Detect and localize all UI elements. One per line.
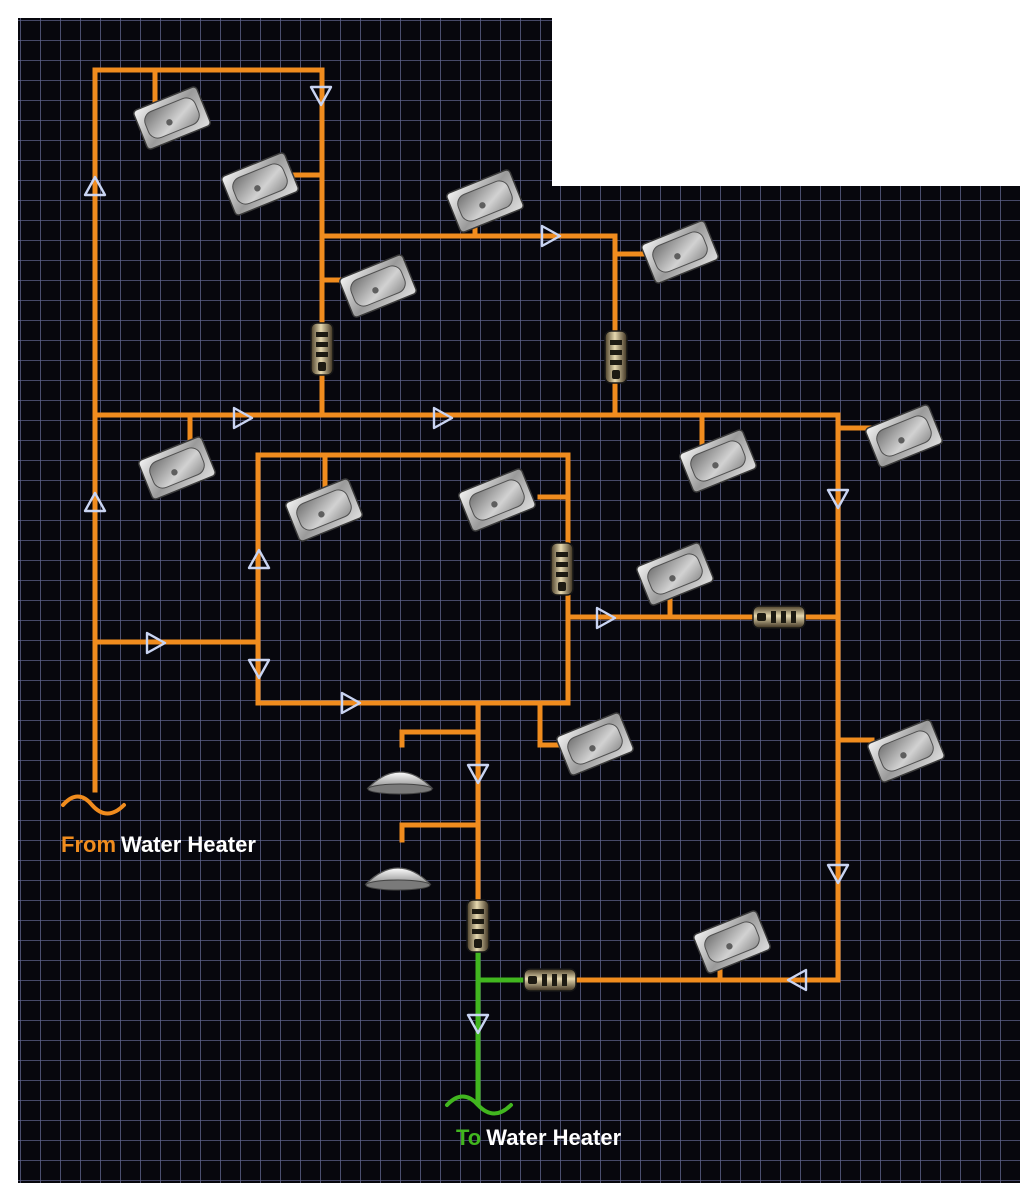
outlet-wave-icon [445,1094,513,1116]
from-label-text: Water Heater [121,832,256,857]
valve-icon [604,330,628,384]
return-pipe [475,949,533,1106]
grid-background [18,18,1020,1183]
valve-icon [310,322,334,376]
valve-icon [550,542,574,596]
valve-icon [523,968,577,992]
from-label-highlight: From [61,832,116,857]
valve-icon [752,605,806,629]
valve-icon [466,899,490,953]
inlet-wave-icon [61,794,126,816]
to-label-highlight: To [456,1125,482,1150]
to-label-text: Water Heater [486,1125,622,1150]
supply-pipes [92,67,875,983]
